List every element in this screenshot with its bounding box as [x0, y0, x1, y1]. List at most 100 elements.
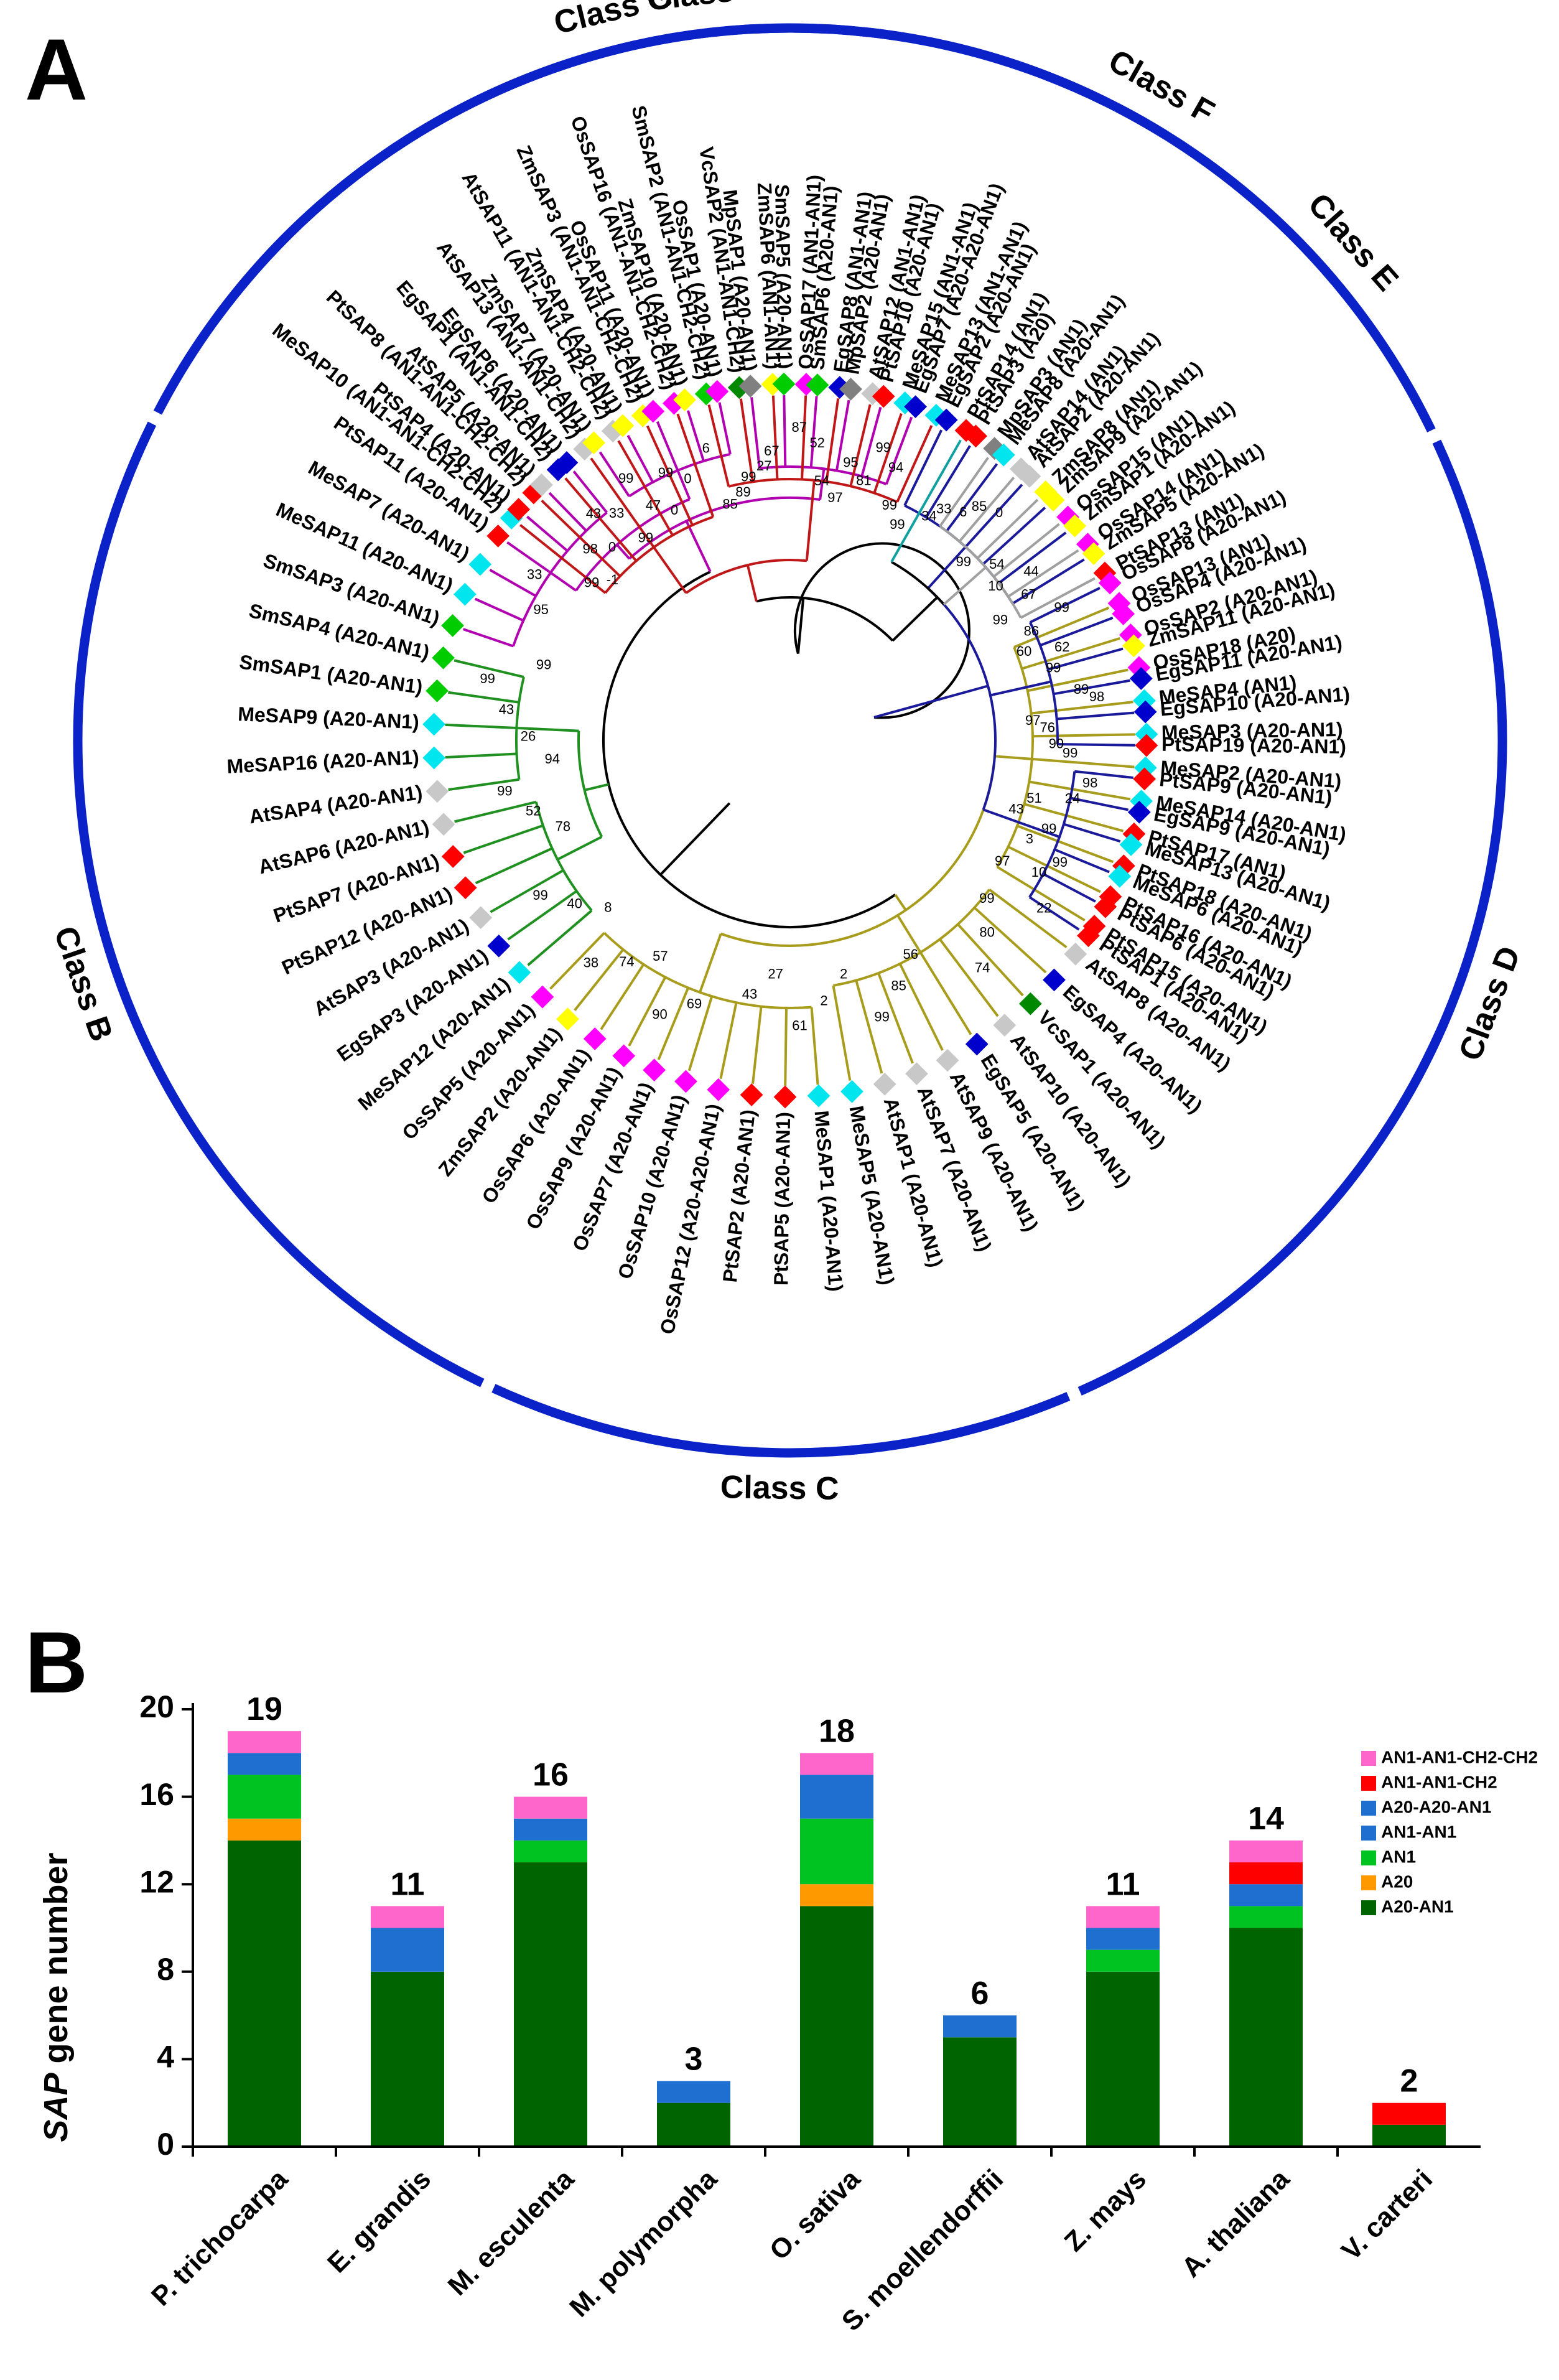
branch-arc	[833, 889, 990, 987]
class-label: Class G	[551, 0, 676, 42]
branch-line	[574, 948, 625, 1011]
species-marker	[422, 712, 445, 736]
bar-segment	[657, 2102, 730, 2147]
x-tick-label: P. trichocarpa	[146, 2163, 294, 2312]
branch-line	[1029, 587, 1101, 623]
bootstrap-value: 54	[814, 473, 829, 488]
bootstrap-value: 99	[658, 465, 673, 480]
bootstrap-value: 81	[856, 473, 871, 488]
bootstrap-value: 60	[1017, 643, 1031, 659]
legend-label: AN1-AN1-CH2-CH2	[1381, 1747, 1538, 1766]
species-marker	[555, 451, 579, 474]
bar-segment	[1372, 2102, 1446, 2125]
branch-line	[873, 413, 903, 494]
branch-line	[1054, 848, 1110, 874]
species-marker	[965, 1032, 989, 1056]
branch-line	[873, 699, 934, 719]
x-tick-label: M. polymorpha	[564, 2163, 723, 2323]
branch-line	[1023, 803, 1124, 833]
leaf-markers	[422, 372, 1158, 1109]
bootstrap-value: 33	[936, 501, 951, 516]
branch-line	[819, 469, 826, 500]
bootstrap-value: 99	[536, 657, 551, 673]
bootstrap-value: 90	[652, 1006, 667, 1022]
branch-line	[676, 470, 691, 500]
branch-line	[964, 483, 1023, 548]
branch-line	[939, 938, 999, 1017]
branch-line	[506, 541, 552, 574]
class-arc	[213, 23, 1109, 320]
bootstrap-value: 99	[618, 470, 633, 486]
branch-line	[825, 398, 840, 482]
bootstrap-value: 85	[972, 498, 987, 514]
branch-line	[1057, 743, 1135, 747]
bootstrap-value: 99	[533, 887, 547, 903]
bootstrap-value: 99	[979, 890, 994, 906]
branch-line	[617, 440, 674, 536]
leaf-label: PtSAP2 (A20-AN1)	[719, 1108, 760, 1283]
bootstrap-value: 33	[527, 566, 542, 582]
species-marker	[673, 388, 696, 412]
bootstrap-value: 33	[609, 505, 624, 521]
branch-line	[903, 429, 943, 506]
branch-line	[1074, 770, 1133, 779]
bootstrap-value: 86	[1024, 623, 1039, 638]
legend-swatch	[1361, 1850, 1376, 1865]
branch-line	[707, 404, 730, 487]
bootstrap-value: 6	[702, 440, 710, 455]
branch-line	[925, 445, 971, 518]
bootstrap-value: 2	[840, 966, 847, 981]
bar-segment	[228, 1731, 301, 1753]
branch-line	[942, 566, 987, 605]
species-marker	[807, 1084, 831, 1108]
branch-line	[474, 597, 524, 622]
branch-line	[719, 1002, 738, 1080]
species-marker	[612, 1044, 636, 1068]
bootstrap-value: 22	[1036, 900, 1051, 915]
branch-line	[516, 727, 579, 732]
legend-swatch	[1361, 1875, 1376, 1890]
species-marker	[441, 845, 465, 868]
species-marker	[934, 408, 958, 432]
legend-swatch	[1361, 1826, 1376, 1841]
bar-segment	[1229, 1884, 1303, 1906]
x-tick-label: E. grandis	[322, 2163, 437, 2279]
branch-arc	[939, 525, 1022, 618]
species-marker	[1129, 667, 1153, 690]
branch-line	[557, 836, 603, 861]
legend-swatch	[1361, 1751, 1376, 1766]
bars	[228, 1731, 1446, 2147]
species-marker	[531, 985, 554, 1009]
branch-line	[994, 755, 1033, 760]
bootstrap-value: 99	[956, 554, 971, 569]
branch-line	[1028, 780, 1131, 801]
branch-line	[659, 802, 731, 876]
class-label: Class C	[720, 1469, 839, 1507]
species-marker	[1108, 864, 1132, 888]
bar-total: 11	[1106, 1866, 1140, 1902]
bar-segment	[1372, 2124, 1446, 2147]
bootstrap-value: 98	[582, 541, 597, 556]
bar-segment	[1086, 1949, 1160, 1972]
species-marker	[1133, 700, 1157, 724]
bootstrap-value: 85	[891, 978, 906, 994]
branch-line	[549, 931, 605, 990]
legend-label: A20-AN1	[1381, 1897, 1454, 1916]
bootstrap-value: 74	[619, 954, 634, 969]
bootstrap-value: 10	[988, 578, 1003, 594]
species-marker	[486, 524, 510, 548]
branch-line	[801, 395, 807, 480]
species-marker	[872, 385, 895, 408]
y-axis-label: SAP gene number	[37, 1852, 75, 2142]
species-marker	[1122, 634, 1145, 658]
x-tick-label: A. thaliana	[1176, 2163, 1295, 2283]
branch-arc	[720, 756, 997, 947]
branch-line	[1031, 757, 1135, 768]
branch-line	[676, 413, 715, 518]
bar-segment	[228, 1840, 301, 2147]
branch-line	[445, 752, 517, 759]
bar-total: 16	[533, 1757, 569, 1793]
branch-line	[750, 397, 761, 469]
